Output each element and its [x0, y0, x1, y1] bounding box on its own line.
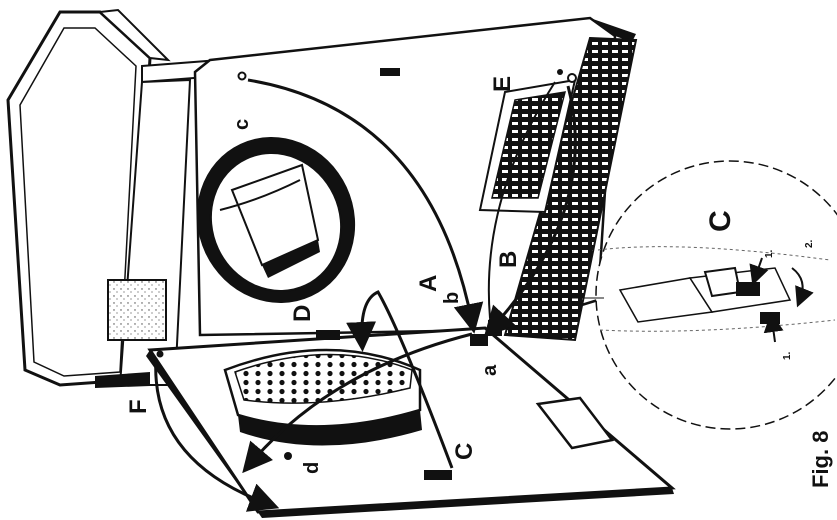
label-a-upper: A — [415, 275, 442, 292]
panel-fittings — [237, 68, 577, 83]
label-c-door: C — [451, 443, 478, 460]
label-d-lower: d — [301, 462, 323, 474]
lint-filter-slot — [478, 78, 577, 214]
cabinet-top-strip — [95, 58, 221, 388]
label-f: F — [125, 399, 152, 414]
label-c-lower: c — [231, 119, 253, 130]
detail-step-1-bottom: 1. — [782, 351, 793, 360]
movement-arrows — [154, 78, 577, 512]
drum-opening — [196, 137, 356, 303]
label-d: D — [289, 305, 316, 322]
detail-c-circle — [570, 160, 837, 430]
figure-caption: Fig. 8 — [808, 431, 833, 488]
detail-step-2: 2. — [804, 239, 815, 248]
dryer-door — [146, 320, 676, 518]
label-b-lower: b — [441, 292, 463, 304]
label-c-detail: C — [704, 210, 737, 232]
detail-step-1-top: 1. — [764, 249, 775, 258]
label-e: E — [489, 76, 516, 92]
label-a-lower: a — [479, 364, 501, 376]
label-b: B — [495, 251, 522, 268]
